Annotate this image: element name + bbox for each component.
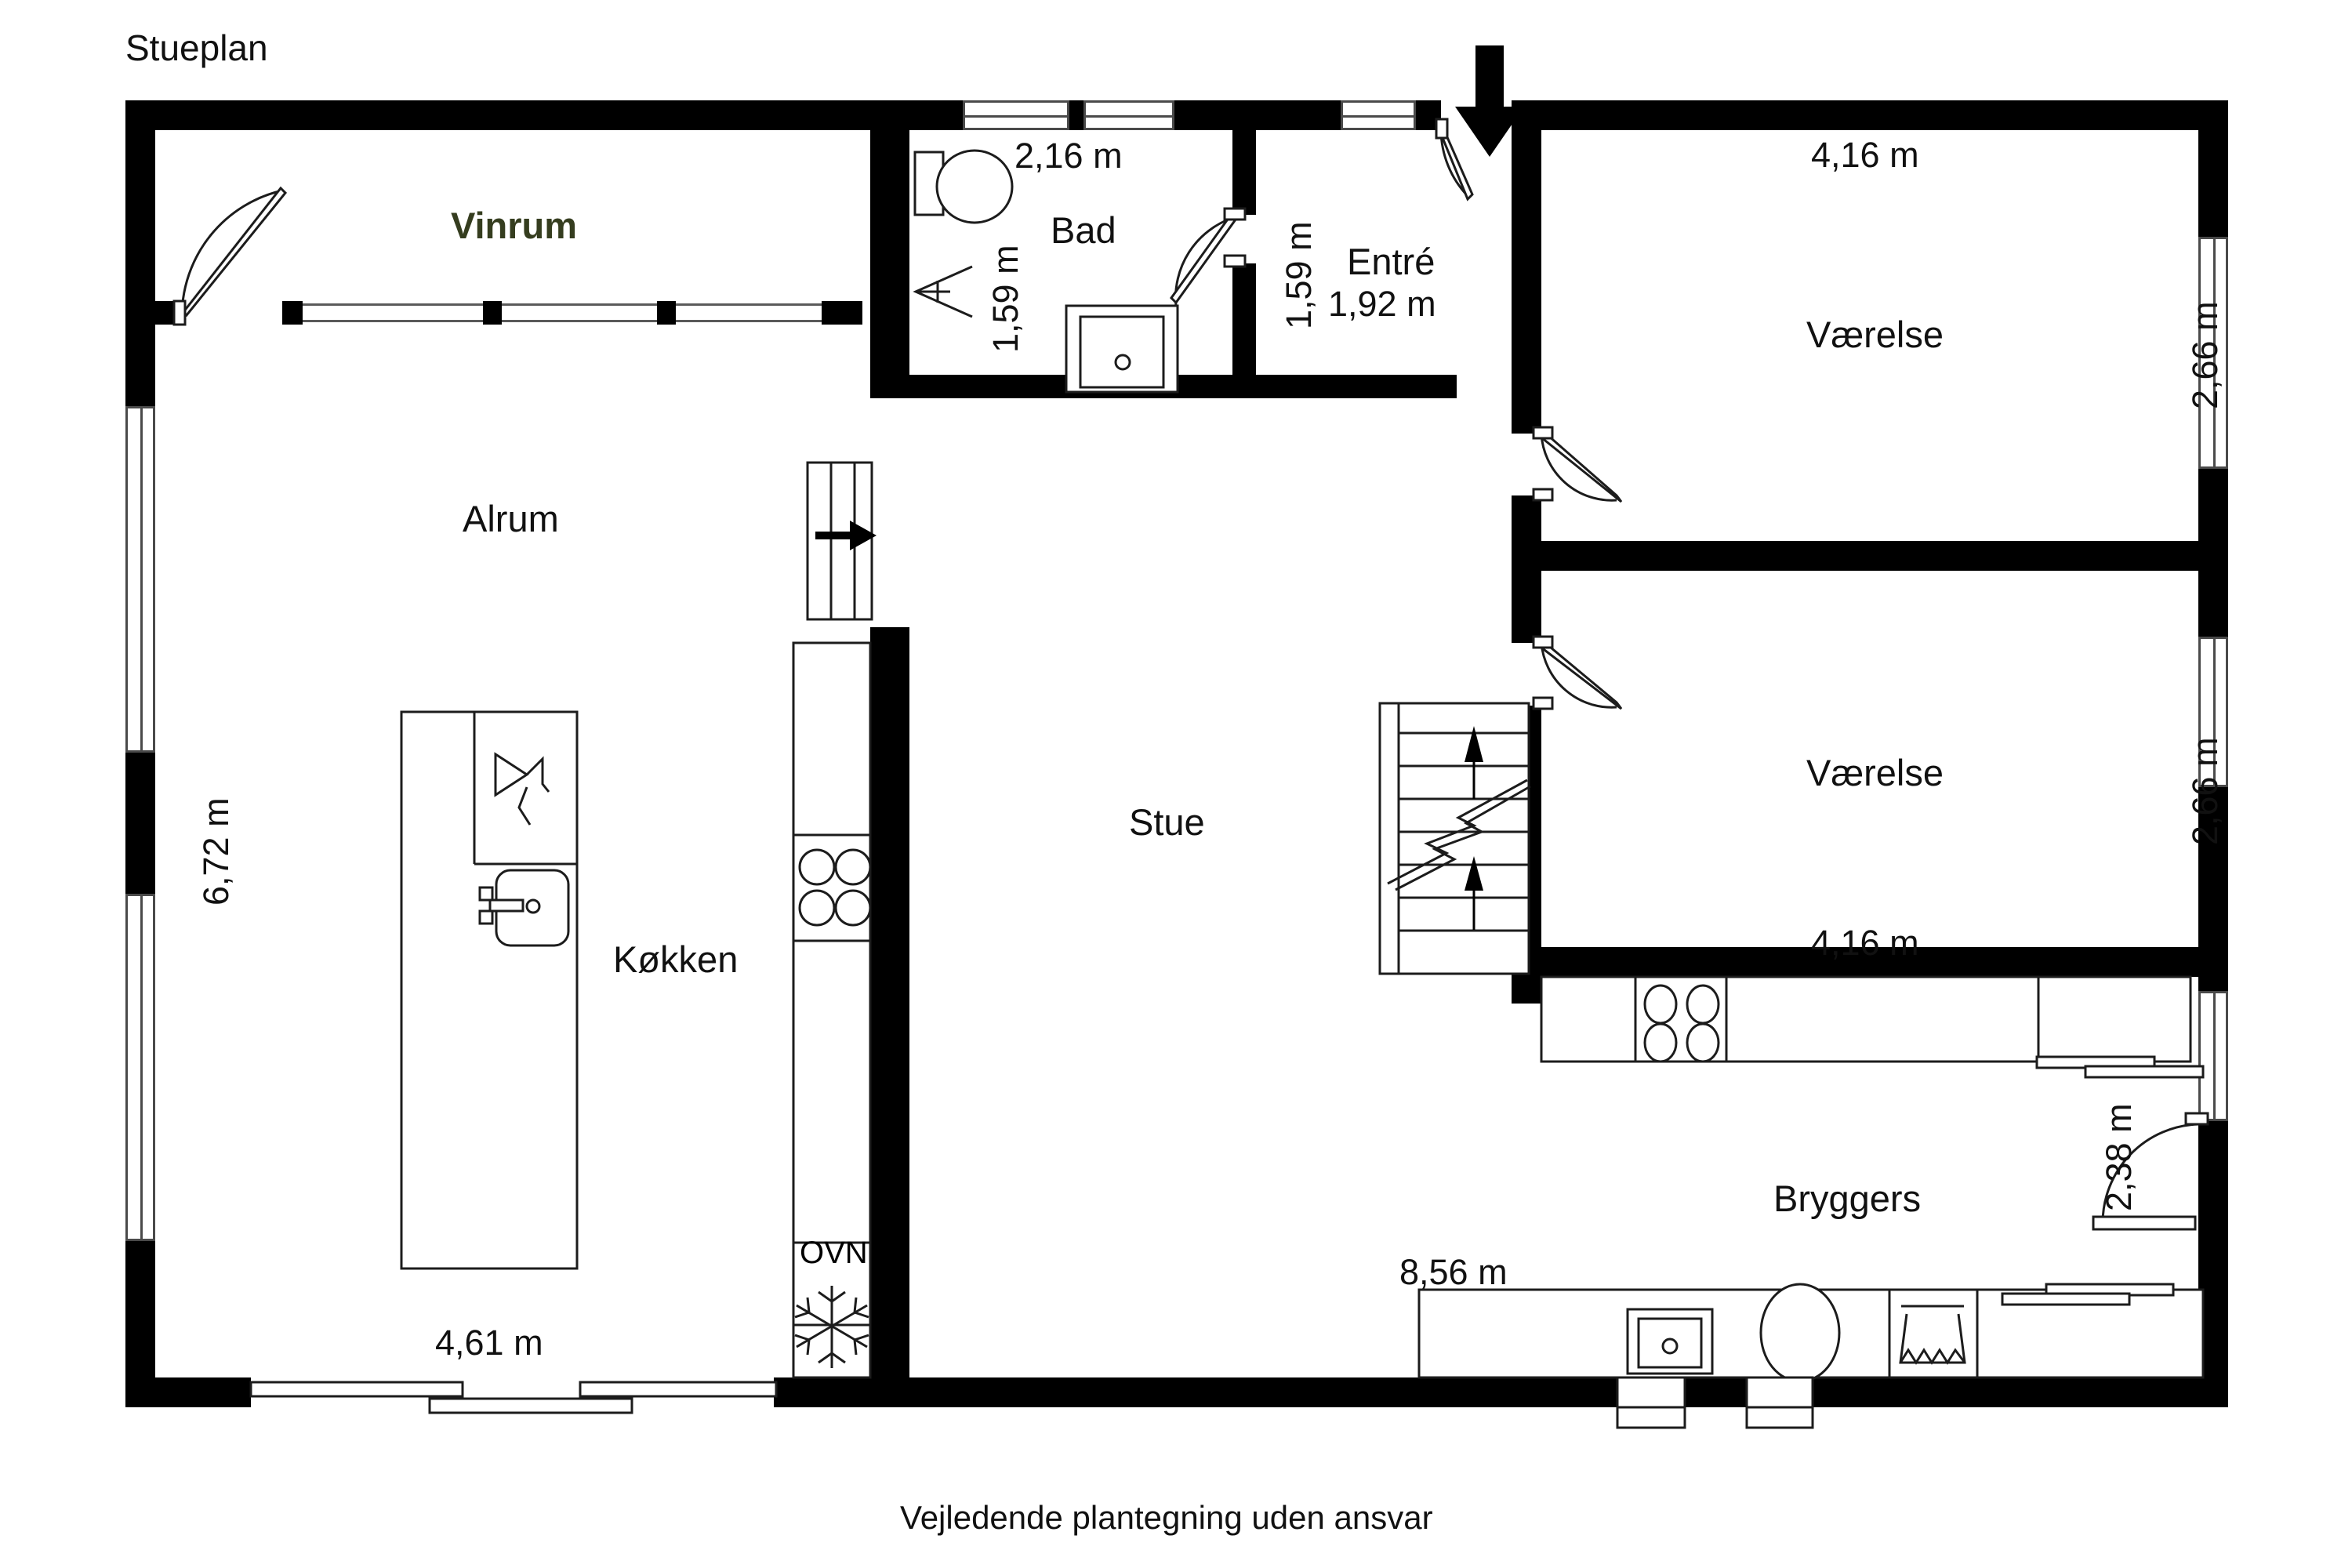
partition-stub-vinrum-b — [483, 301, 502, 325]
room-label-bryggers: Bryggers — [1773, 1178, 1922, 1219]
exterior-wall-left-top — [125, 100, 155, 406]
bryggers-lower-counter — [1417, 1283, 2205, 1379]
staircase — [1378, 702, 1530, 975]
partition-stub-vinrum-a — [282, 301, 303, 325]
stairs-break-icon — [1387, 779, 1531, 891]
window-top-entre — [1341, 100, 1416, 130]
sliding-door-alrum — [249, 1381, 778, 1414]
window-top-bad-1 — [963, 100, 1069, 130]
dimension-vaerelse1-depth: 2,66 m — [2185, 301, 2225, 409]
dimension-entre-width: 1,92 m — [1328, 284, 1436, 324]
dimension-bad-width: 2,16 m — [1014, 136, 1123, 176]
kitchen-sink-icon — [478, 869, 570, 947]
window-right-vaerelse-2 — [2198, 991, 2228, 1121]
exterior-wall-right-a — [2198, 100, 2228, 237]
dimension-bad-depth-left: 1,59 m — [985, 245, 1025, 353]
bryggers-cooktop-icon — [1643, 984, 1720, 1063]
interior-wall-kitchen-stue-bot — [870, 627, 909, 1407]
glass-partition-vinrum-3 — [676, 303, 822, 322]
partition-stub-vinrum-c — [657, 301, 676, 325]
partition-stub-vinrum-d — [822, 301, 862, 325]
washing-machine-icon — [1626, 1308, 1714, 1375]
interior-wall-stue-vaerelse-a — [1512, 100, 1541, 434]
plan-disclaimer-caption: Vejledende plantegning uden ansvar — [900, 1499, 1433, 1536]
room-label-entre: Entré — [1347, 241, 1436, 282]
exterior-wall-left-mid — [125, 753, 155, 894]
interior-wall-between-vaerelser — [1512, 541, 2228, 571]
interior-wall-kitchen-stue-top — [870, 100, 909, 394]
partition-stub-vinrum-left — [155, 301, 182, 325]
interior-wall-bad-entre-lower — [1232, 263, 1256, 375]
dimension-bad-depth-right: 1,59 m — [1279, 221, 1319, 329]
room-label-stue: Stue — [1129, 801, 1205, 843]
window-left-lower — [125, 894, 155, 1241]
utility-basin-icon — [1759, 1283, 1841, 1383]
interior-wall-entre-bottom — [1256, 375, 1457, 398]
appliance-label-oven: OVN — [800, 1236, 868, 1270]
interior-wall-bad-entre-upper — [1232, 130, 1256, 215]
radiator-arrow-icon — [913, 265, 973, 318]
room-label-vaerelse-2: Værelse — [1806, 752, 1944, 793]
dimension-vaerelse2-depth: 2,66 m — [2185, 737, 2225, 845]
snowflake-icon — [794, 1286, 869, 1368]
dimension-south-width: 8,56 m — [1399, 1252, 1508, 1292]
window-top-bad-2 — [1083, 100, 1174, 130]
room-label-vinrum: Vinrum — [451, 205, 578, 246]
glass-partition-vinrum-1 — [303, 303, 483, 322]
room-label-kokken: Køkken — [613, 938, 739, 980]
exterior-wall-bottom-bry-b — [1811, 1377, 2228, 1407]
dimension-house-depth: 6,72 m — [196, 797, 236, 906]
dimension-bryggers-depth: 2,38 m — [2099, 1103, 2139, 1211]
exterior-wall-bottom-bry-a — [1682, 1377, 1749, 1407]
kitchen-island — [400, 710, 579, 1270]
exterior-wall-top-entre-b — [1416, 100, 1441, 130]
window-right-vaerelse-1 — [2198, 237, 2228, 469]
faucet-icon — [494, 752, 550, 826]
exterior-wall-top-entre-a — [1174, 100, 1341, 130]
stairs-up-arrow-icon — [1465, 726, 1483, 930]
dimension-vaerelse1-width: 4,16 m — [1811, 135, 1919, 175]
cooktop-4-burner-icon — [798, 848, 872, 927]
passage-arrow-icon — [815, 521, 877, 550]
exterior-wall-bottom-stue — [887, 1377, 1621, 1407]
exterior-wall-top-bad-a — [909, 100, 963, 130]
room-label-alrum: Alrum — [463, 498, 559, 539]
toilet-icon — [913, 149, 1014, 224]
exterior-wall-top-right — [1535, 100, 2228, 130]
interior-wall-vaerelse-bryggers — [1512, 947, 2228, 977]
window-right-stair — [2198, 637, 2228, 787]
window-left-upper — [125, 406, 155, 753]
laundry-icon — [1899, 1305, 1966, 1365]
kitchen-passage — [806, 461, 873, 621]
exterior-wall-right-d — [2198, 1121, 2228, 1407]
room-label-bad: Bad — [1051, 209, 1116, 251]
glass-partition-vinrum-2 — [502, 303, 657, 322]
exterior-wall-bottom-left — [125, 1377, 251, 1407]
exterior-wall-top-left — [125, 100, 909, 130]
room-label-vaerelse-1: Værelse — [1806, 314, 1944, 355]
dimension-alrum-width: 4,61 m — [435, 1323, 543, 1363]
dimension-vaerelse2-width: 4,16 m — [1811, 923, 1919, 963]
page-title: Stueplan — [125, 27, 268, 68]
bryggers-upper-counter — [1540, 975, 2205, 1079]
exterior-wall-top-bad-b — [1069, 100, 1083, 130]
